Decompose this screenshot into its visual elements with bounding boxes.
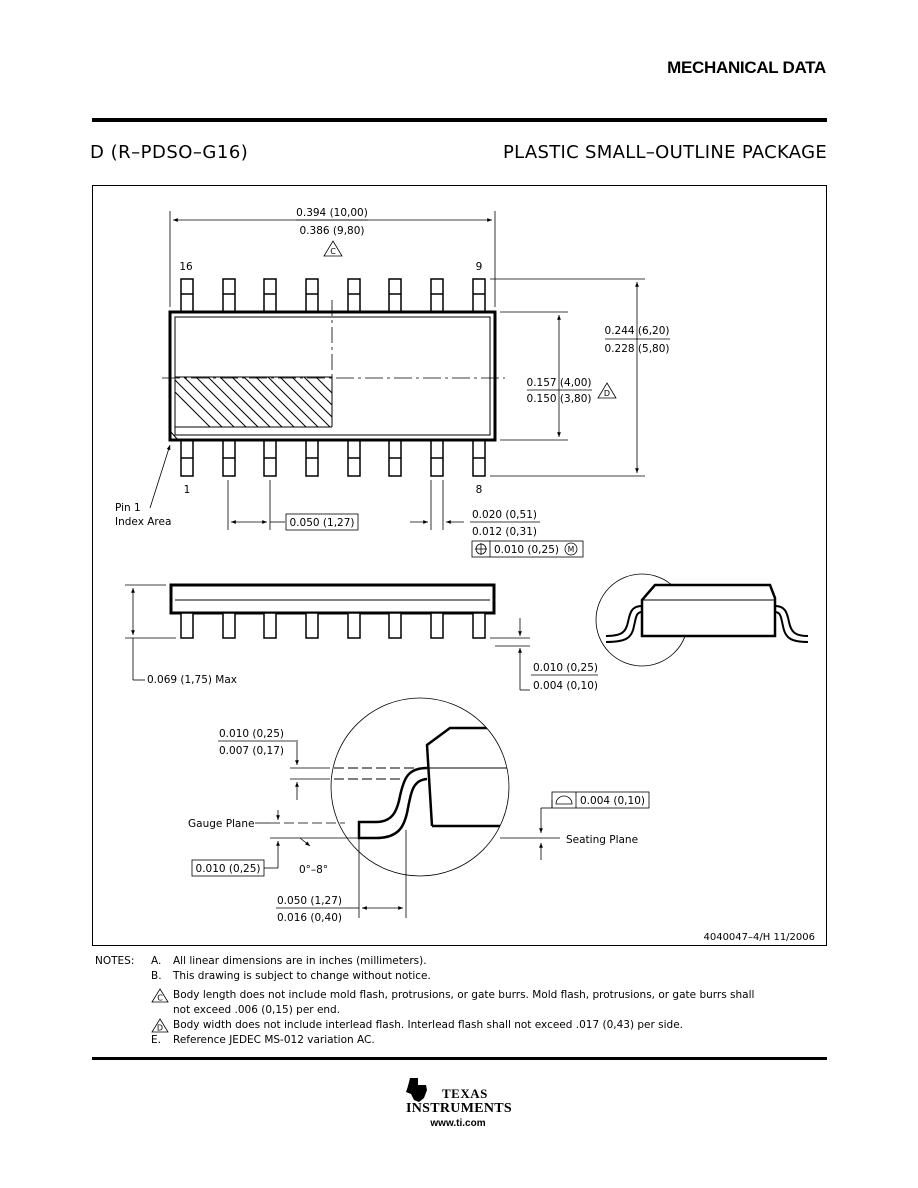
pin1-index-label-2: Index Area xyxy=(115,516,171,528)
pin-8-label: 8 xyxy=(476,484,483,496)
standoff-min: 0.004 (0,10) xyxy=(533,680,598,692)
notes-label: NOTES: xyxy=(95,955,135,967)
pitch-value: 0.050 (1,27) xyxy=(290,517,355,529)
height-max: 0.069 (1,75) Max xyxy=(147,674,237,686)
pin-9-label: 9 xyxy=(476,261,483,273)
body-length-min: 0.386 (9,80) xyxy=(300,225,365,237)
foot-length-max: 0.050 (1,27) xyxy=(277,895,342,907)
note-a-key: A. xyxy=(151,955,162,967)
pin1-index-label-1: Pin 1 xyxy=(115,502,141,514)
svg-text:www.ti.com: www.ti.com xyxy=(429,1118,485,1129)
detail-view-labels: 0.010 (0,25) 0.007 (0,17) Gauge Plane 0.… xyxy=(188,728,815,943)
flatness-frame: 0.004 (0,10) xyxy=(551,791,650,809)
lead-width-min: 0.012 (0,31) xyxy=(472,526,537,538)
lead-width-max: 0.020 (0,51) xyxy=(472,509,537,521)
ti-state-icon xyxy=(406,1078,427,1102)
note-d-triangle-icon: D xyxy=(151,1018,169,1033)
bottom-rule xyxy=(92,1057,827,1060)
svg-text:M: M xyxy=(568,545,574,554)
note-c-text-continued: not exceed .006 (0,15) per end. xyxy=(173,1004,341,1016)
note-b-key: B. xyxy=(151,970,162,982)
position-tolerance-frame: 0.010 (0,25) M xyxy=(471,540,584,558)
note-e-key: E. xyxy=(151,1034,161,1046)
top-view xyxy=(162,278,505,477)
detail-view xyxy=(264,697,560,918)
note-b-text: This drawing is subject to change withou… xyxy=(173,970,431,982)
notes-section: NOTES: A. All linear dimensions are in inc… xyxy=(95,954,815,1048)
svg-text:C: C xyxy=(330,247,336,256)
drawing-id: 4040047–4/H 11/2006 xyxy=(703,932,815,943)
package-code: D (R–PDSO–G16) xyxy=(90,142,249,163)
svg-text:INSTRUMENTS: INSTRUMENTS xyxy=(406,1101,512,1116)
note-c-marker: C xyxy=(323,240,343,257)
side-view-labels: 0.069 (1,75) Max 0.010 (0,25) 0.004 (0,1… xyxy=(147,662,598,692)
svg-text:TEXAS: TEXAS xyxy=(442,1086,488,1101)
end-view xyxy=(595,573,809,667)
note-d-marker: D xyxy=(597,382,617,399)
svg-text:D: D xyxy=(604,389,610,398)
texas-instruments-logo: TEXAS INSTRUMENTS www.ti.com xyxy=(406,1078,512,1129)
body-width-max: 0.157 (4,00) xyxy=(527,377,592,389)
note-c-triangle-icon: C xyxy=(151,988,169,1003)
page-title: MECHANICAL DATA xyxy=(667,58,826,77)
top-rule xyxy=(92,118,827,122)
overall-width-max: 0.244 (6,20) xyxy=(605,325,670,337)
lead-thickness-min: 0.007 (0,17) xyxy=(219,745,284,757)
note-c-text: Body length does not include mold flash,… xyxy=(173,989,755,1001)
angle-label: 0°–8° xyxy=(299,864,328,876)
lead-thickness-max: 0.010 (0,25) xyxy=(219,728,284,740)
package-name: PLASTIC SMALL–OUTLINE PACKAGE xyxy=(503,142,827,163)
svg-text:C: C xyxy=(157,994,163,1003)
flatness-value: 0.004 (0,10) xyxy=(580,795,645,807)
body-length-max: 0.394 (10,00) xyxy=(296,207,368,219)
body-width-min: 0.150 (3,80) xyxy=(527,393,592,405)
gauge-plane-label: Gauge Plane xyxy=(188,818,255,830)
svg-text:D: D xyxy=(157,1024,163,1033)
note-d-text: Body width does not include interlead fl… xyxy=(173,1019,684,1031)
position-tolerance-value: 0.010 (0,25) xyxy=(494,544,559,556)
pin-1-label: 1 xyxy=(184,484,191,496)
top-view-labels: 16 9 1 8 0.394 (10,00) 0.386 (9,80) C 0.… xyxy=(115,207,670,558)
note-e-text: Reference JEDEC MS-012 variation AC. xyxy=(173,1034,375,1046)
gauge-value: 0.010 (0,25) xyxy=(196,863,261,875)
pin-16-label: 16 xyxy=(179,261,193,273)
standoff-max: 0.010 (0,25) xyxy=(533,662,598,674)
note-a-text: All linear dimensions are in inches (mil… xyxy=(173,955,427,967)
overall-width-min: 0.228 (5,80) xyxy=(605,343,670,355)
seating-plane-label: Seating Plane xyxy=(566,834,638,846)
foot-length-min: 0.016 (0,40) xyxy=(277,912,342,924)
side-view xyxy=(125,583,530,691)
mechanical-drawing: 16 9 1 8 0.394 (10,00) 0.386 (9,80) C 0.… xyxy=(92,185,827,946)
